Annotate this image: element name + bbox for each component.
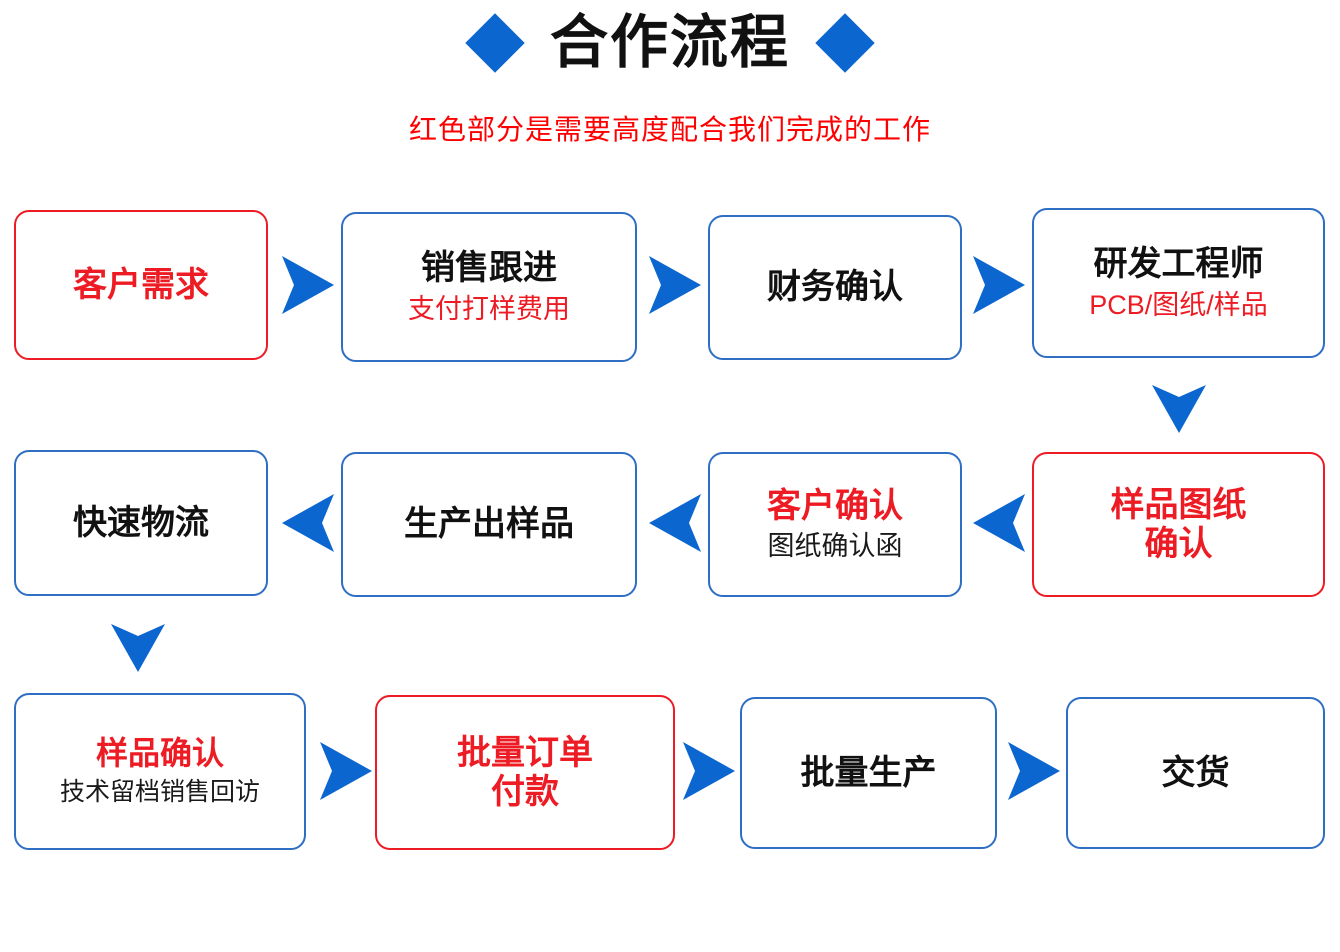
diamond-bullet-right-icon (815, 13, 875, 73)
flow-node-title: 客户确认 (767, 486, 903, 525)
flow-node-rd-engineer[interactable]: 研发工程师 PCB/图纸/样品 (1032, 208, 1325, 358)
arrow-bulkorder-to-bulkprod-icon (679, 738, 739, 804)
arrow-req-to-sales-icon (278, 252, 338, 318)
flow-node-delivery[interactable]: 交货 (1066, 697, 1325, 849)
page-header: 合作流程 红色部分是需要高度配合我们完成的工作 (0, 0, 1340, 190)
flow-node-bulk-order-payment[interactable]: 批量订单 付款 (375, 695, 675, 850)
page-title: 合作流程 (549, 10, 790, 75)
flow-node-subtitle: PCB/图纸/样品 (1089, 289, 1268, 320)
flow-node-subtitle: 支付打样费用 (408, 293, 570, 324)
flow-node-sample-drawing-confirm[interactable]: 样品图纸 确认 (1032, 452, 1325, 597)
flow-node-title: 生产出样品 (404, 505, 574, 544)
arrow-rd-to-sampledrawing-icon (1148, 381, 1210, 437)
flow-node-title: 样品确认 (95, 735, 224, 772)
flow-node-sales-follow-up[interactable]: 销售跟进 支付打样费用 (341, 212, 637, 362)
arrow-bulkprod-to-delivery-icon (1004, 738, 1064, 804)
flow-node-fast-logistics[interactable]: 快速物流 (14, 450, 268, 596)
flow-node-finance-confirm[interactable]: 财务确认 (708, 215, 962, 360)
flow-node-title: 客户需求 (73, 265, 209, 304)
arrow-logistics-to-sampleconfirm-icon (107, 620, 169, 676)
flow-node-bulk-production[interactable]: 批量生产 (740, 697, 997, 849)
flow-node-title: 研发工程师 (1093, 245, 1264, 284)
flow-node-title: 快速物流 (73, 503, 209, 542)
arrow-finance-to-rd-icon (969, 252, 1029, 318)
page-subtitle: 红色部分是需要高度配合我们完成的工作 (408, 114, 931, 145)
flow-node-produce-sample[interactable]: 生产出样品 (341, 452, 637, 597)
arrow-custconfirm-to-sample-icon (645, 490, 705, 556)
flow-node-title: 销售跟进 (421, 249, 557, 288)
flow-node-title: 批量订单 付款 (457, 734, 593, 811)
diamond-bullet-left-icon (465, 13, 525, 73)
flow-node-title: 财务确认 (767, 268, 903, 307)
flow-node-title: 交货 (1161, 753, 1230, 792)
flow-node-title: 样品图纸 确认 (1110, 486, 1247, 563)
flow-node-sample-confirm[interactable]: 样品确认 技术留档销售回访 (14, 693, 306, 850)
arrow-sample-to-logistics-icon (278, 490, 338, 556)
flow-node-subtitle: 技术留档销售回访 (59, 778, 260, 807)
flow-node-customer-requirement[interactable]: 客户需求 (14, 210, 268, 360)
title-row: 合作流程 (0, 10, 1340, 75)
flow-node-customer-confirm[interactable]: 客户确认 图纸确认函 (708, 452, 962, 597)
flow-node-title: 批量生产 (800, 753, 937, 792)
flow-node-subtitle: 图纸确认函 (767, 531, 903, 562)
arrow-sales-to-finance-icon (645, 252, 705, 318)
arrow-sampledrawing-to-custconfirm-icon (969, 490, 1029, 556)
arrow-sampleconfirm-to-bulkorder-icon (316, 738, 376, 804)
